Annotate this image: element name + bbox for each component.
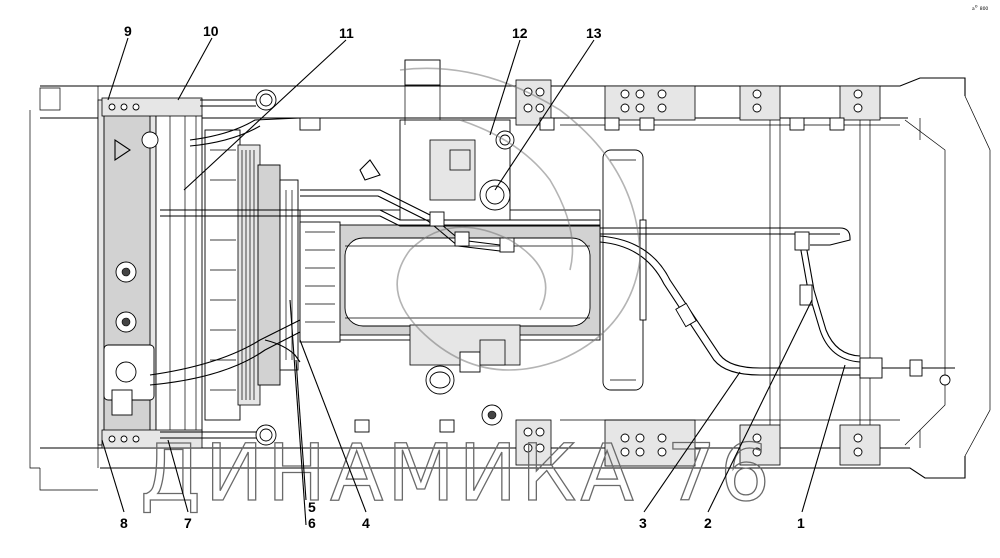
fan-shroud [204,129,299,421]
corner-mark: ₐ⁰ ₈₀₀ [972,4,988,12]
callout-6: 6 [308,515,316,531]
leader-lines [101,37,846,526]
callouts: 9 10 11 12 13 8 7 5 6 4 3 2 1 [120,23,805,531]
watermark-emblem [396,67,641,371]
callout-1: 1 [797,515,805,531]
callout-9: 9 [124,23,132,39]
coolant-lines [149,89,955,446]
callout-10: 10 [203,23,219,39]
callout-3: 3 [639,515,647,531]
callout-4: 4 [362,515,370,531]
callout-8: 8 [120,515,128,531]
callout-7: 7 [184,515,192,531]
callout-2: 2 [704,515,712,531]
bolt-holes-bottom [523,427,863,457]
callout-13: 13 [586,25,602,41]
callout-11: 11 [339,25,354,41]
engine-block [299,59,601,426]
watermark-text: ДИНАМИКА 76 [140,429,774,519]
callout-12: 12 [512,25,528,41]
callout-5: 5 [308,499,316,515]
bolt-holes-top [523,87,863,113]
radiator [97,97,203,449]
